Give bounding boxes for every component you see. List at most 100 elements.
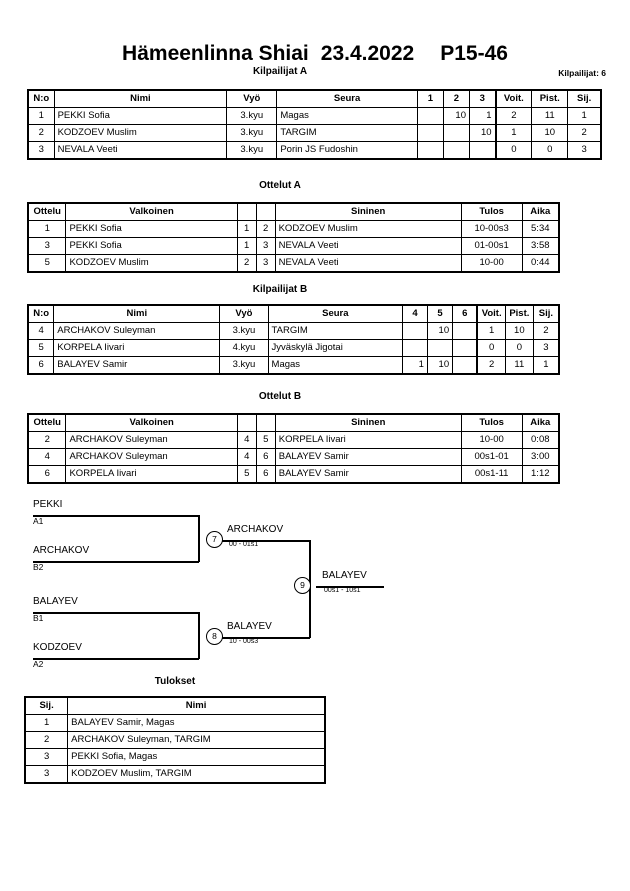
- cell-blue: KODZOEV Muslim: [274, 220, 462, 238]
- table-header-row: Ottelu Valkoinen Sininen Tulos Aika: [27, 413, 560, 432]
- cell-white-no: 4: [236, 431, 257, 449]
- cell-m1: [416, 141, 444, 160]
- col-match-no: Ottelu: [27, 413, 67, 432]
- bracket-line-sf2-bottom: [33, 658, 199, 660]
- col-blue: Sininen: [274, 413, 462, 432]
- cell-name: PEKKI Sofia, Magas: [67, 748, 326, 766]
- cell-points: 11: [504, 356, 534, 375]
- table-row: 6 KORPELA Iivari 5 6 BALAYEV Samir 00s1-…: [27, 465, 560, 484]
- cell-club: Jyväskylä Jigotai: [267, 339, 404, 357]
- cell-m3: [468, 141, 497, 160]
- cell-result: 10-00: [460, 254, 523, 273]
- table-matches-a: Ottelu Valkoinen Sininen Tulos Aika 1 PE…: [27, 202, 560, 273]
- bracket-score-sf1: 00 - 01s1: [229, 541, 259, 548]
- col-name: Nimi: [67, 696, 326, 715]
- table-row: 5 KORPELA Iivari 4.kyu Jyväskylä Jigotai…: [27, 339, 560, 357]
- col-m6: 6: [452, 304, 478, 323]
- cell-m5: 10: [426, 322, 454, 340]
- cell-m6: [452, 356, 478, 375]
- table-row: 4 ARCHAKOV Suleyman 4 6 BALAYEV Samir 00…: [27, 448, 560, 466]
- cell-no: 5: [27, 339, 55, 357]
- cell-white: ARCHAKOV Suleyman: [65, 448, 238, 466]
- cell-name: KODZOEV Muslim, TARGIM: [67, 765, 326, 784]
- cell-white-no: 2: [236, 254, 257, 273]
- cell-name: PEKKI Sofia: [53, 107, 228, 125]
- col-club: Seura: [267, 304, 404, 323]
- table-header-row: Sij. Nimi: [24, 696, 326, 715]
- competitor-count: Kilpailijat: 6: [558, 68, 606, 78]
- cell-belt: 3.kyu: [219, 322, 269, 340]
- caption-pool-b: Kilpailijat B: [252, 284, 308, 295]
- table-row: 2 ARCHAKOV Suleyman, TARGIM: [24, 731, 326, 749]
- cell-blue-no: 2: [255, 220, 276, 238]
- table-row: 3 PEKKI Sofia, Magas: [24, 748, 326, 766]
- cell-rank: 1: [567, 107, 602, 125]
- col-time: Aika: [521, 413, 560, 432]
- cell-name: BALAYEV Samir, Magas: [67, 714, 326, 732]
- table-pool-b: N:o Nimi Vyö Seura 4 5 6 Voit. Pist. Sij…: [27, 304, 560, 375]
- table-row: 5 KODZOEV Muslim 2 3 NEVALA Veeti 10-00 …: [27, 254, 560, 273]
- table-row: 6 BALAYEV Samir 3.kyu Magas 1 10 2 11 1: [27, 356, 560, 375]
- cell-time: 3:58: [521, 237, 560, 255]
- cell-time: 0:08: [521, 431, 560, 449]
- col-blue: Sininen: [274, 202, 462, 221]
- bracket-winner-sf1: ARCHAKOV: [227, 524, 284, 535]
- caption-matches-b: Ottelut B: [258, 391, 302, 402]
- cell-name: BALAYEV Samir: [53, 356, 221, 375]
- bracket-name-archakov: ARCHAKOV: [33, 545, 90, 556]
- cell-m4: [402, 339, 428, 357]
- table-header-row: N:o Nimi Vyö Seura 1 2 3 Voit. Pist. Sij…: [27, 89, 602, 108]
- cell-wins: 2: [494, 107, 533, 125]
- cell-white-no: 4: [236, 448, 257, 466]
- caption-results: Tulokset: [154, 676, 196, 687]
- bracket-winner-final: BALAYEV: [322, 570, 367, 581]
- cell-result: 10-00: [460, 431, 523, 449]
- cell-club: Porin JS Fudoshin: [276, 141, 418, 160]
- table-header-row: N:o Nimi Vyö Seura 4 5 6 Voit. Pist. Sij…: [27, 304, 560, 323]
- bracket-winner-sf2: BALAYEV: [227, 621, 272, 632]
- bracket-score-sf2: 10 - 00s3: [229, 638, 259, 645]
- cell-result: 00s1-11: [460, 465, 523, 484]
- cell-rank: 3: [24, 748, 69, 766]
- col-rank: Sij.: [24, 696, 69, 715]
- bracket-score-final: 00s1 - 10s1: [324, 587, 361, 594]
- col-belt: Vyö: [226, 89, 278, 108]
- bracket-seed-b1: B1: [33, 613, 44, 623]
- cell-wins: 2: [476, 356, 506, 375]
- cell-m1: [416, 107, 444, 125]
- cell-match-no: 3: [27, 237, 67, 255]
- cell-m5: 10: [426, 356, 454, 375]
- bracket-node-8: 8: [206, 628, 223, 645]
- cell-no: 6: [27, 356, 55, 375]
- col-result: Tulos: [460, 413, 523, 432]
- cell-no: 3: [27, 141, 55, 160]
- cell-rank: 1: [24, 714, 69, 732]
- cell-blue: KORPELA Iivari: [274, 431, 462, 449]
- col-points: Pist.: [504, 304, 534, 323]
- col-m3: 3: [468, 89, 497, 108]
- cell-match-no: 1: [27, 220, 67, 238]
- col-blue-no: [255, 202, 276, 221]
- col-no: N:o: [27, 89, 55, 108]
- table-row: 2 KODZOEV Muslim 3.kyu TARGIM 10 1 10 2: [27, 124, 602, 142]
- caption-matches-a: Ottelut A: [259, 180, 301, 191]
- cell-blue: NEVALA Veeti: [274, 237, 462, 255]
- table-pool-a: N:o Nimi Vyö Seura 1 2 3 Voit. Pist. Sij…: [27, 89, 602, 160]
- cell-time: 3:00: [521, 448, 560, 466]
- cell-belt: 3.kyu: [226, 124, 278, 142]
- cell-result: 00s1-01: [460, 448, 523, 466]
- cell-blue: BALAYEV Samir: [274, 448, 462, 466]
- cell-time: 1:12: [521, 465, 560, 484]
- cell-club: Magas: [276, 107, 418, 125]
- cell-time: 0:44: [521, 254, 560, 273]
- col-club: Seura: [276, 89, 418, 108]
- table-row: 1 PEKKI Sofia 3.kyu Magas 10 1 2 11 1: [27, 107, 602, 125]
- cell-points: 10: [504, 322, 534, 340]
- bracket-seed-a2: A2: [33, 659, 44, 669]
- col-rank: Sij.: [532, 304, 560, 323]
- cell-blue-no: 6: [255, 465, 276, 484]
- cell-m5: [426, 339, 454, 357]
- bracket-connector-sf2: [198, 612, 200, 659]
- table-row: 2 ARCHAKOV Suleyman 4 5 KORPELA Iivari 1…: [27, 431, 560, 449]
